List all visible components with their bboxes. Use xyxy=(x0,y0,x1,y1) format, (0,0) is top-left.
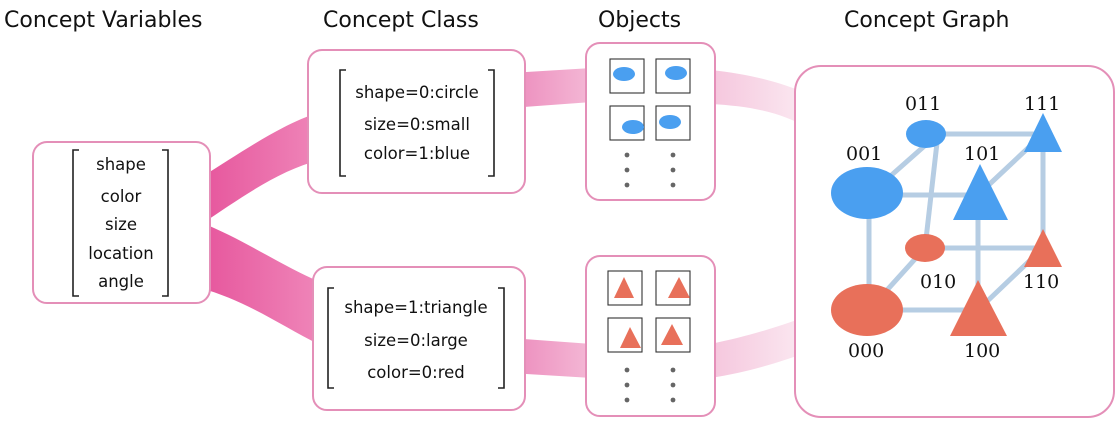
node-label-100: 100 xyxy=(964,340,1000,362)
concept-variables-panel: shape color size location angle xyxy=(32,141,211,304)
concept-graph-panel: 011 111 001 101 010 110 000 100 xyxy=(794,65,1115,418)
node-100 xyxy=(950,280,1007,336)
object-cell xyxy=(655,270,691,306)
node-011 xyxy=(906,120,946,148)
node-label-110: 110 xyxy=(1023,271,1059,293)
variable-color: color xyxy=(101,187,142,206)
blue-circle-object xyxy=(613,67,635,81)
red-triangle-object xyxy=(661,324,683,345)
node-label-111: 111 xyxy=(1024,93,1060,115)
node-label-001: 001 xyxy=(846,143,882,165)
blue-circle-object xyxy=(659,115,681,129)
variable-angle: angle xyxy=(98,272,144,291)
red-triangle-object xyxy=(620,327,641,348)
band-class-to-objects-top xyxy=(510,68,592,108)
variable-location: location xyxy=(88,244,153,263)
variable-size: size xyxy=(105,215,137,234)
flow-bands xyxy=(200,68,808,378)
class-top-shape: shape=0:circle xyxy=(355,83,479,102)
right-bracket xyxy=(162,149,169,297)
node-001 xyxy=(831,167,903,219)
objects-top-panel xyxy=(585,42,716,201)
band-objects-to-graph-top xyxy=(710,70,808,128)
header-concept-variables: Concept Variables xyxy=(4,8,203,33)
node-label-000: 000 xyxy=(848,340,884,362)
left-bracket xyxy=(339,69,346,177)
header-concept-class: Concept Class xyxy=(323,8,479,33)
band-class-to-objects-bottom xyxy=(510,338,592,378)
node-label-101: 101 xyxy=(964,143,1000,165)
class-bottom-size: size=0:large xyxy=(364,331,468,350)
ellipsis-dots xyxy=(624,152,676,188)
node-010 xyxy=(905,234,945,262)
node-111 xyxy=(1024,113,1062,152)
concept-class-bottom-panel: shape=1:triangle size=0:large color=0:re… xyxy=(312,266,526,411)
node-101 xyxy=(953,164,1008,220)
red-triangle-object xyxy=(668,277,690,298)
objects-bottom-panel xyxy=(585,255,716,417)
ellipsis-dots xyxy=(624,367,676,403)
class-top-size: size=0:small xyxy=(364,115,470,134)
blue-circle-object xyxy=(665,66,687,80)
header-concept-graph: Concept Graph xyxy=(844,8,1009,33)
variable-shape: shape xyxy=(96,155,146,174)
band-objects-to-graph-bottom xyxy=(710,316,808,378)
header-objects: Objects xyxy=(598,8,681,33)
band-variables-to-class-bottom xyxy=(200,222,320,345)
class-bottom-color: color=0:red xyxy=(367,363,465,382)
node-label-010: 010 xyxy=(920,271,956,293)
node-110 xyxy=(1024,229,1062,267)
right-bracket xyxy=(488,69,495,177)
node-000 xyxy=(831,284,903,336)
blue-circle-object xyxy=(622,120,644,134)
left-bracket xyxy=(327,287,334,389)
class-top-color: color=1:blue xyxy=(364,144,470,163)
right-bracket xyxy=(498,287,505,389)
node-label-011: 011 xyxy=(905,93,941,115)
class-bottom-shape: shape=1:triangle xyxy=(344,298,487,317)
left-bracket xyxy=(72,149,79,297)
band-variables-to-class-top xyxy=(200,112,320,225)
red-triangle-object xyxy=(614,277,634,298)
concept-class-top-panel: shape=0:circle size=0:small color=1:blue xyxy=(307,49,526,194)
